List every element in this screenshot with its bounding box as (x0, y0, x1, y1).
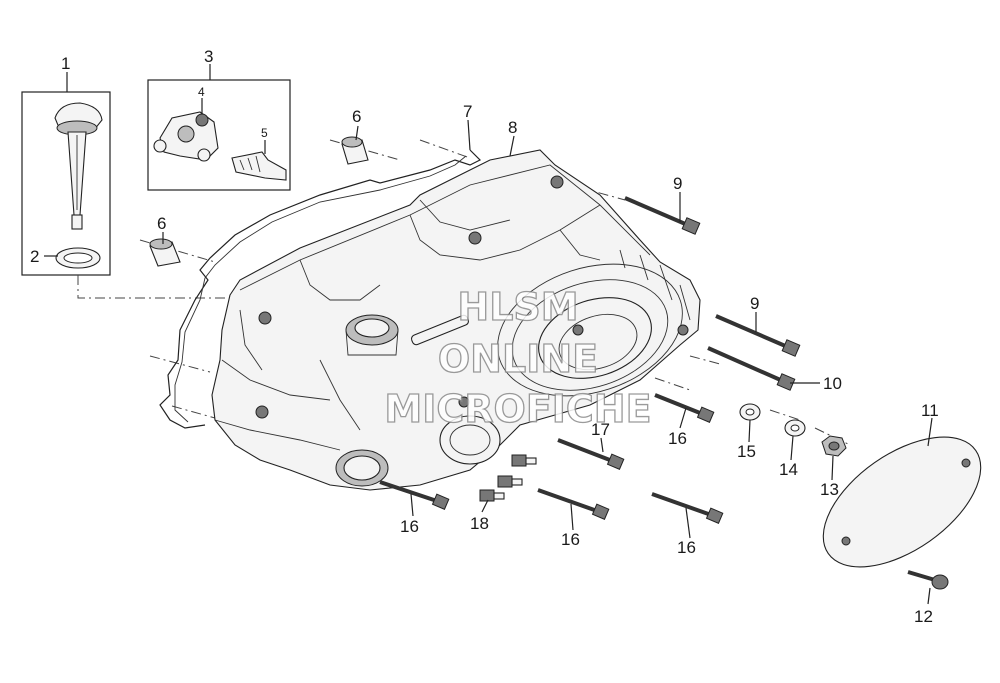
callout-15: 15 (737, 442, 756, 461)
callout-9-lower: 9 (750, 294, 759, 313)
callout-16-b: 16 (400, 517, 419, 536)
leader-lines (44, 64, 933, 605)
callout-4: 4 (198, 85, 205, 99)
dowel-pin-upper (341, 136, 369, 165)
bolt-9-lower (715, 314, 801, 357)
bolt-17 (557, 438, 625, 470)
bolt-10 (707, 346, 796, 391)
center-lines (77, 139, 851, 446)
callout-3: 3 (204, 47, 213, 66)
callout-5: 5 (261, 126, 268, 140)
callout-2: 2 (30, 247, 39, 266)
callout-14: 14 (779, 460, 798, 479)
pump-shaft-part (231, 151, 287, 181)
callout-7: 7 (463, 102, 472, 121)
callout-16-c: 16 (561, 530, 580, 549)
callout-16-d: 16 (677, 538, 696, 557)
washer-15 (739, 403, 761, 421)
oil-pump-inset-box (147, 79, 291, 191)
callout-11: 11 (921, 401, 939, 420)
bolt-16-d (651, 492, 724, 524)
watermark-line-1: HLSM (457, 285, 578, 329)
nut-13 (821, 435, 847, 457)
watermark-line-3: MICROFICHE (384, 387, 651, 431)
callout-labels: 1 2 3 4 5 6 6 7 8 9 9 10 11 12 13 14 15 … (30, 47, 939, 626)
watermark-line-2: ONLINE (438, 337, 598, 381)
callout-1: 1 (61, 54, 70, 73)
gasket-outline (159, 149, 482, 429)
callout-6-upper: 6 (352, 107, 361, 126)
watermark: HLSM ONLINE MICROFICHE (384, 284, 652, 431)
screw-18-b (497, 475, 523, 488)
cover-plate-11 (822, 436, 982, 568)
dipstick-inset-box (21, 91, 111, 276)
dipstick-part (54, 102, 103, 230)
bolt-16-c (537, 488, 610, 520)
callout-9-upper: 9 (673, 174, 682, 193)
screw-12 (907, 570, 949, 590)
callout-12: 12 (914, 607, 933, 626)
dowel-pin-lower (149, 238, 181, 267)
o-ring-part (55, 247, 101, 269)
callout-8: 8 (508, 118, 517, 137)
crankcase-cover (211, 149, 701, 491)
callout-13: 13 (820, 480, 839, 499)
screw-18-a (511, 454, 537, 467)
callout-6-lower: 6 (157, 214, 166, 233)
callout-17: 17 (591, 420, 610, 439)
callout-18: 18 (470, 514, 489, 533)
screw-18-c (479, 489, 505, 502)
washer-14 (784, 419, 806, 437)
oil-pump-part (153, 111, 219, 162)
bolt-9-upper (624, 196, 701, 235)
bolt-16-a (654, 393, 715, 423)
callout-16-a: 16 (668, 429, 687, 448)
callout-10: 10 (823, 374, 842, 393)
bolt-16-b (379, 480, 450, 510)
